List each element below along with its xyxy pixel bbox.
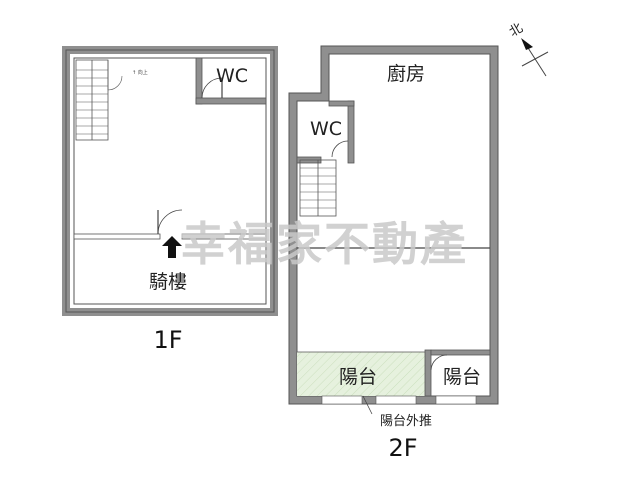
floor-1-wc-label: WC	[216, 65, 248, 87]
watermark: 幸福家不動產	[180, 217, 468, 271]
entrance-arrow-icon	[162, 236, 182, 258]
floor-1-staircase	[75, 59, 123, 141]
floor-2-label: 2F	[388, 434, 417, 462]
floor-1-stair-note: ↑ 向上	[132, 69, 148, 76]
floor-2-plan: 廚房 WC 陽台 陽台 陽台外推 2F	[288, 45, 499, 462]
floor-2-balcony-label-left: 陽台	[339, 366, 377, 388]
floor-2-staircase	[299, 159, 337, 217]
floor-2-balcony-label-right: 陽台	[443, 366, 481, 388]
floor-1-arcade-partition	[73, 209, 267, 240]
north-compass: 北	[507, 21, 549, 77]
floor-2-outer-wall	[289, 46, 498, 404]
floor-2-wc-label: WC	[310, 118, 342, 140]
floor-1-arcade-label: 騎樓	[149, 271, 187, 293]
floor-1-plan: ↑ 向上 WC 騎樓 1F	[62, 46, 278, 354]
floor-1-label: 1F	[153, 326, 182, 354]
compass-label: 北	[507, 21, 526, 40]
floor-2-balcony-partition	[424, 349, 491, 397]
north-arrow-icon	[521, 38, 533, 50]
floor-1-wc-room	[195, 57, 267, 105]
floor-2-balcony-note: 陽台外推	[380, 414, 432, 429]
floor-2-kitchen-label: 廚房	[387, 62, 425, 85]
